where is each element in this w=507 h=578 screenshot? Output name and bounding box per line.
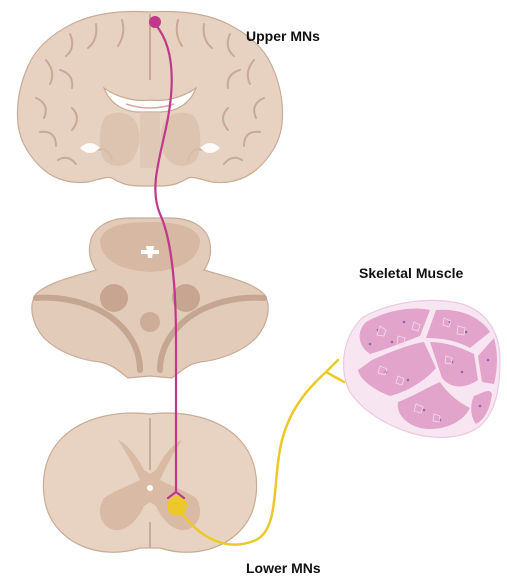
spinal-cord-section-icon: [43, 413, 256, 552]
upper-mns-label: Upper MNs: [246, 28, 320, 44]
brain-coronal-section-icon: [17, 12, 282, 187]
brainstem-section-icon: [32, 218, 268, 378]
upper-motor-neuron-soma: [149, 16, 161, 28]
skeletal-muscle-label: Skeletal Muscle: [359, 265, 463, 281]
lower-mns-label: Lower MNs: [246, 560, 321, 576]
skeletal-muscle-cross-section-icon: [344, 300, 500, 437]
